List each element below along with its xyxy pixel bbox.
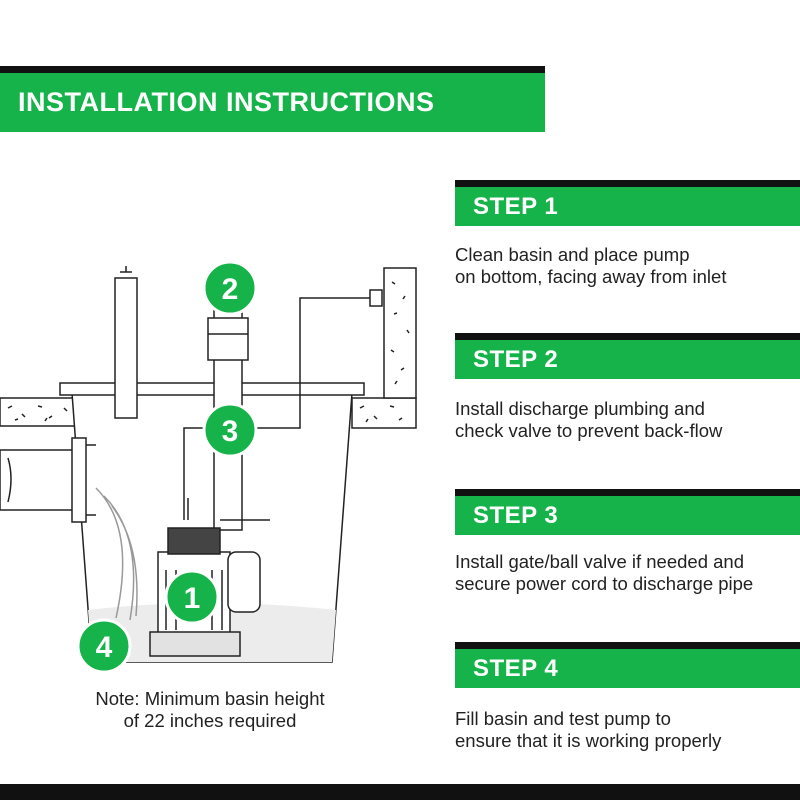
step-1-description: Clean basin and place pump on bottom, fa… — [455, 244, 800, 288]
inlet-pipe — [0, 437, 96, 523]
check-valve — [207, 317, 249, 361]
step-1-banner: STEP 1 — [455, 180, 800, 226]
badge-1: 1 — [164, 569, 220, 625]
badge-4: 4 — [76, 618, 132, 674]
floor-slab-left — [0, 397, 76, 427]
badge-4-number: 4 — [96, 631, 113, 664]
step-2-description: Install discharge plumbing and check val… — [455, 398, 800, 442]
step-2-banner: STEP 2 — [455, 333, 800, 379]
step-1-line-2: on bottom, facing away from inlet — [455, 266, 727, 287]
badge-3-number: 3 — [222, 415, 239, 448]
title-banner: INSTALLATION INSTRUCTIONS — [0, 66, 545, 132]
step-1-label: STEP 1 — [473, 193, 559, 220]
step-2-line-1: Install discharge plumbing and — [455, 398, 705, 419]
basin-lid — [59, 382, 365, 396]
step-3-banner: STEP 3 — [455, 489, 800, 535]
floor-slab-right — [351, 397, 417, 429]
bottom-rule — [0, 784, 800, 800]
power-cord — [183, 297, 372, 520]
step-2-line-2: check valve to prevent back-flow — [455, 420, 723, 441]
badge-2: 2 — [202, 260, 258, 316]
badge-1-number: 1 — [184, 582, 201, 615]
note-line-2: of 22 inches required — [123, 710, 297, 731]
page-title: INSTALLATION INSTRUCTIONS — [18, 87, 435, 117]
sump-pump-diagram: 1 2 3 4 — [0, 260, 417, 674]
note-line-1: Note: Minimum basin height — [95, 688, 325, 709]
basin-height-note: Note: Minimum basin height of 22 inches … — [60, 688, 360, 732]
step-4-line-1: Fill basin and test pump to — [455, 708, 671, 729]
inlet-water-stream — [95, 487, 138, 621]
wall-right — [383, 267, 417, 399]
step-3-line-1: Install gate/ball valve if needed and — [455, 551, 745, 572]
step-3-description: Install gate/ball valve if needed and se… — [455, 551, 800, 595]
step-4-banner: STEP 4 — [455, 642, 800, 688]
step-3-label: STEP 3 — [473, 502, 559, 529]
vent-pipe — [114, 277, 138, 419]
step-4-label: STEP 4 — [473, 655, 559, 682]
step-4-line-2: ensure that it is working properly — [455, 730, 722, 751]
badge-3: 3 — [202, 402, 258, 458]
step-1-line-1: Clean basin and place pump — [455, 244, 690, 265]
badge-2-number: 2 — [222, 273, 239, 306]
step-4-description: Fill basin and test pump to ensure that … — [455, 708, 800, 752]
step-3-line-2: secure power cord to discharge pipe — [455, 573, 754, 594]
step-2-label: STEP 2 — [473, 346, 559, 373]
